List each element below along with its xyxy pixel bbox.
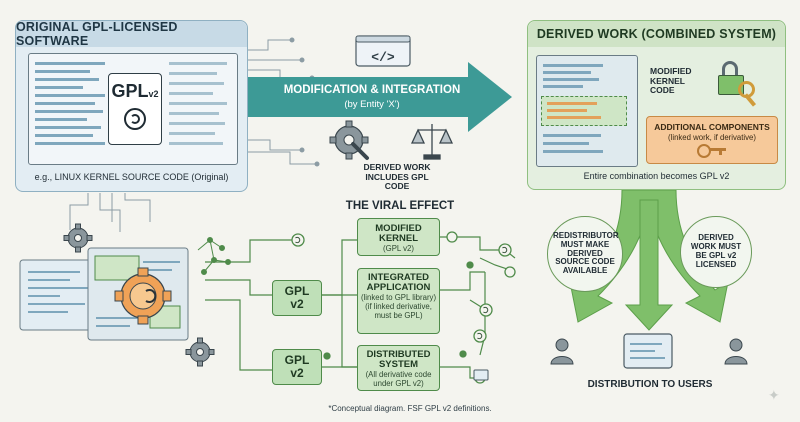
box1-title: MODIFIED KERNEL bbox=[375, 223, 422, 245]
derived-caption: Entire combination becomes GPL v2 bbox=[583, 171, 730, 181]
derived-header: DERIVED WORK (COMBINED SYSTEM) bbox=[528, 21, 785, 47]
obligation-right-text: DERIVED WORK MUST BE GPL v2 LICENSED bbox=[690, 233, 742, 269]
network-nodes-left bbox=[197, 237, 231, 275]
gpl-box-a-line2: v2 bbox=[290, 297, 304, 311]
box2-sub: (linked to GPL library) (if linked deriv… bbox=[360, 292, 437, 320]
original-caption: e.g., LINUX KERNEL SOURCE CODE (Original… bbox=[34, 172, 229, 182]
gpl-box-b-line1: GPL bbox=[284, 352, 310, 367]
gpl-box-b-line2: v2 bbox=[290, 366, 304, 380]
code-cluster bbox=[19, 247, 189, 341]
code-editor-window bbox=[28, 53, 238, 165]
code-window-icon: </> bbox=[355, 35, 411, 67]
modified-line1: MODIFIED bbox=[650, 66, 692, 76]
copyleft-badges bbox=[295, 236, 508, 340]
gpl-box-a-line1: GPL bbox=[284, 283, 310, 298]
derived-work-panel: DERIVED WORK (COMBINED SYSTEM) MODIFIED … bbox=[527, 20, 786, 190]
distribution-screen-icon bbox=[623, 333, 673, 369]
user-icon-right bbox=[724, 338, 748, 365]
box1-sub: (GPL v2) bbox=[383, 243, 414, 253]
box3-sub: (All derivative code under GPL v2) bbox=[365, 369, 432, 388]
footnote: *Conceptual diagram. FSF GPL v2 definiti… bbox=[328, 404, 492, 413]
arrow-subtitle: (by Entity 'X') bbox=[344, 99, 400, 110]
box3-title: DISTRIBUTED SYSTEM bbox=[366, 349, 431, 371]
gear-icon-top bbox=[63, 223, 93, 253]
distribution-label: DISTRIBUTION TO USERS bbox=[587, 379, 713, 390]
key-icon-gold bbox=[738, 81, 766, 109]
viral-title: THE VIRAL EFFECT bbox=[345, 200, 455, 212]
gear-icon-bottom bbox=[185, 337, 215, 367]
small-monitor-icon bbox=[473, 369, 489, 381]
svg-text:</>: </> bbox=[371, 50, 395, 65]
modified-kernel-label: MODIFIED KERNEL CODE bbox=[650, 66, 710, 96]
original-software-panel: ORIGINAL GPL-LICENSED SOFTWARE GPLv2 e.g… bbox=[15, 20, 248, 192]
additional-components-box: ADDITIONAL COMPONENTS (linked work, if d… bbox=[646, 116, 778, 164]
additional-title: ADDITIONAL COMPONENTS bbox=[654, 122, 770, 132]
distributed-system-box: DISTRIBUTED SYSTEM (All derivative code … bbox=[357, 345, 440, 391]
box2-title: INTEGRATED APPLICATION bbox=[366, 272, 431, 294]
gpl-version: v2 bbox=[148, 89, 159, 99]
derived-note-line2: INCLUDES GPL CODE bbox=[365, 171, 429, 192]
modified-line2: KERNEL CODE bbox=[650, 75, 685, 96]
combined-code-window bbox=[536, 55, 638, 167]
obligation-circle-right: DERIVED WORK MUST BE GPL v2 LICENSED bbox=[680, 216, 752, 288]
user-icon-left bbox=[550, 338, 574, 365]
additional-sub: (linked work, if derivative) bbox=[668, 133, 756, 142]
key-icon-orange bbox=[697, 143, 727, 158]
copyleft-icon bbox=[124, 108, 146, 130]
gpl-label: GPL bbox=[111, 81, 149, 101]
integrated-application-box: INTEGRATED APPLICATION (linked to GPL li… bbox=[357, 268, 440, 334]
arrow-title: MODIFICATION & INTEGRATION bbox=[283, 84, 461, 96]
obligation-left-text: REDISTRIBUTOR MUST MAKE DERIVED SOURCE C… bbox=[553, 230, 619, 276]
sparkle-icon: ✦ bbox=[768, 387, 780, 403]
modified-kernel-box: MODIFIED KERNEL (GPL v2) bbox=[357, 218, 440, 256]
derived-note-line1: DERIVED WORK bbox=[363, 162, 431, 172]
balance-scale-icon bbox=[410, 124, 454, 160]
gpl-badge: GPLv2 bbox=[108, 73, 162, 145]
obligation-circle-left: REDISTRIBUTOR MUST MAKE DERIVED SOURCE C… bbox=[547, 216, 623, 292]
derived-note: DERIVED WORK INCLUDES GPL CODE bbox=[352, 162, 442, 192]
modification-arrow bbox=[248, 62, 512, 132]
gear-wrench-icon bbox=[329, 120, 369, 160]
original-header: ORIGINAL GPL-LICENSED SOFTWARE bbox=[16, 20, 247, 48]
